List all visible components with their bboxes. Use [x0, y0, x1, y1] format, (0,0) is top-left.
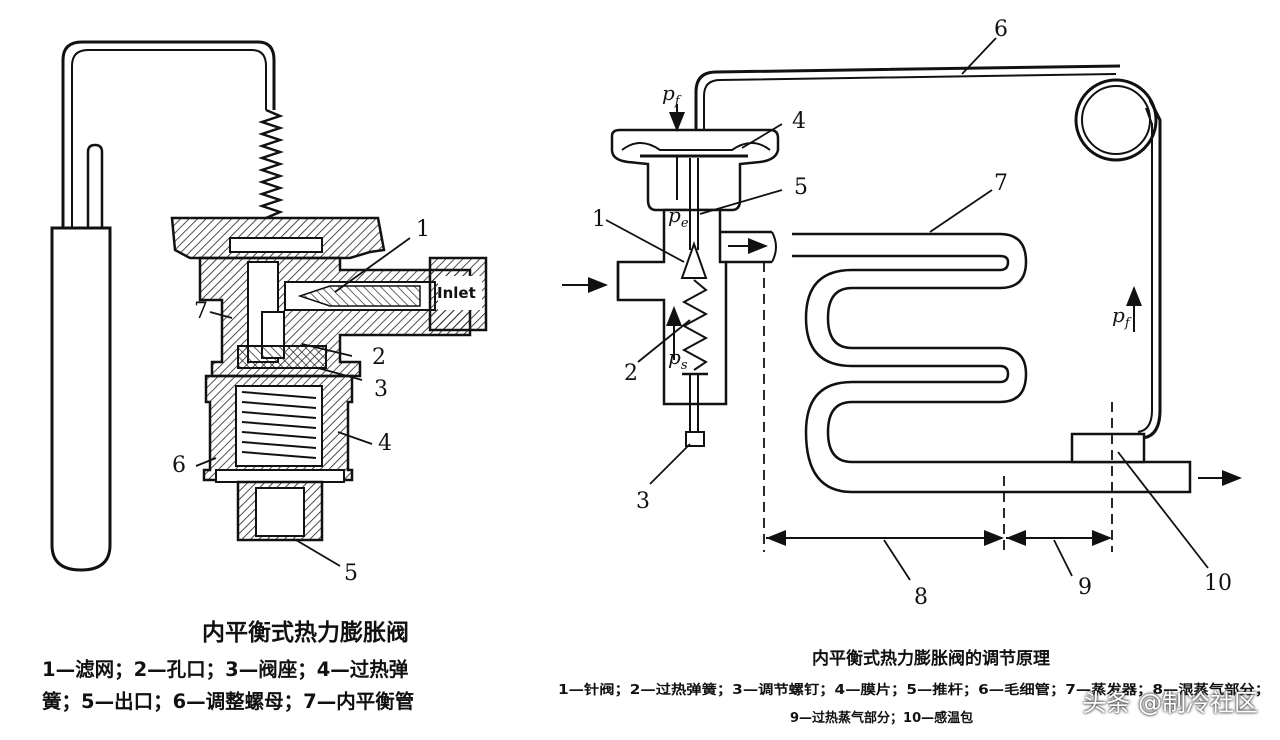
- callout-6: 6: [172, 453, 186, 478]
- left-legend-line-2: 簧；5—出口；6—调整螺母；7—内平衡管: [42, 690, 414, 713]
- callout-2: 2: [372, 345, 386, 370]
- callout-r10: 10: [1204, 571, 1232, 596]
- pressure-pf-top: pf: [662, 81, 682, 109]
- callout-1: 1: [416, 217, 430, 242]
- right-figure-title: 内平衡式热力膨胀阀的调节原理: [812, 648, 1050, 669]
- filter-screen: [297, 285, 421, 307]
- callout-r9: 9: [1078, 575, 1092, 600]
- callout-7: 7: [194, 299, 208, 324]
- capillary-coil: [258, 108, 284, 220]
- left-figure-title: 内平衡式热力膨胀阀: [202, 619, 409, 646]
- capillary-coil-loop: [1074, 78, 1158, 162]
- regulation-principle-schematic: 1 2 3 4 5 6 7 8 9 10 pf pe ps pf 内平衡式热力膨…: [558, 17, 1270, 726]
- callout-r2: 2: [624, 361, 638, 386]
- right-legend-line-2: 9—过热蒸气部分；10—感温包: [790, 710, 973, 726]
- callout-r1: 1: [592, 207, 606, 232]
- callout-5: 5: [344, 561, 358, 586]
- left-legend-line-1: 1—滤网；2—孔口；3—阀座；4—过热弹: [42, 658, 409, 681]
- pressure-ps: ps: [668, 345, 688, 373]
- sensing-bulb-schematic: [1070, 432, 1146, 464]
- needle-valve: [680, 240, 708, 279]
- internal-balance-valve-section: Inlet 1 2 3 4 5 6 7: [42, 40, 488, 713]
- sensing-bulb: [50, 226, 112, 572]
- callout-3: 3: [374, 377, 388, 402]
- callout-4: 4: [378, 431, 392, 456]
- watermark-text: 头条 @制冷社区: [1082, 688, 1258, 717]
- callout-r4: 4: [792, 109, 806, 134]
- right-legend-line-1: 1—针阀；2—过热弹簧；3—调节螺钉；4—膜片；5—推杆；6—毛细管；7—蒸发器…: [558, 682, 1270, 698]
- watermark: 头条 @制冷社区: [1076, 680, 1258, 720]
- pressure-pe: pe: [668, 203, 689, 231]
- callout-r8: 8: [914, 585, 928, 610]
- callout-r7: 7: [994, 171, 1008, 196]
- callout-r3: 3: [636, 489, 650, 514]
- superheat-spring: [241, 391, 317, 459]
- evaporator-coil: [792, 232, 1192, 494]
- adjusting-nut: [215, 469, 345, 483]
- capillary-line: [694, 64, 1121, 132]
- callout-r6: 6: [994, 17, 1008, 42]
- pressure-pf-right: pf: [1112, 303, 1132, 331]
- inlet-label: Inlet: [437, 284, 476, 302]
- capillary-tube: [61, 40, 276, 232]
- callout-r5: 5: [794, 175, 808, 200]
